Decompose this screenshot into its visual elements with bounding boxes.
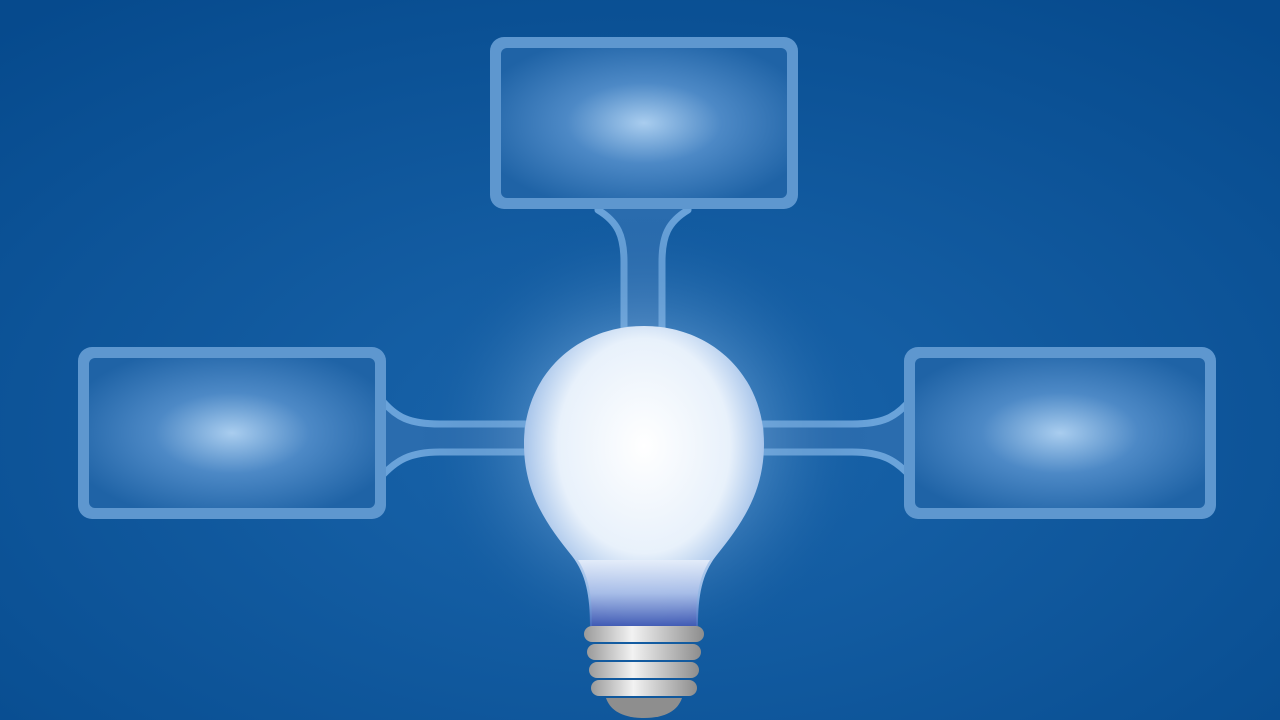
- bulb-base: [584, 626, 704, 718]
- light-bulb-icon: [524, 326, 764, 718]
- box-left: [78, 347, 386, 519]
- box-top: [490, 37, 798, 209]
- box-right: [904, 347, 1216, 519]
